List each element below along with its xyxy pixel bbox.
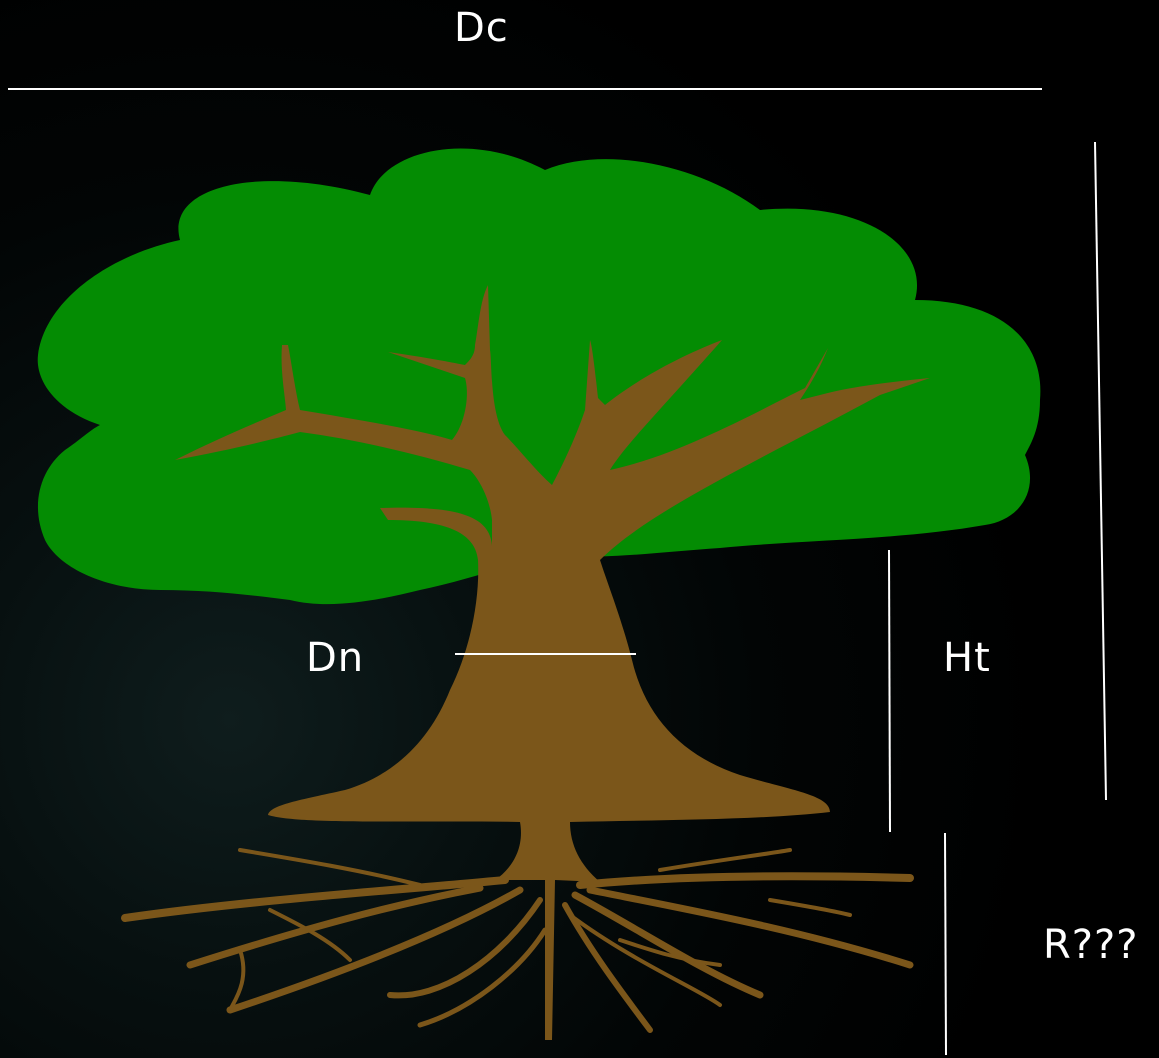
root-label: R??? [1043,922,1139,968]
tree-trunk [175,285,930,822]
measurement-lines [8,88,1107,1056]
root-depth-line [944,832,947,1056]
tree-roots [121,848,914,1033]
trunk-height-line [888,549,891,833]
trunk-diameter-label: Dn [306,635,365,681]
crown-diameter-label: Dc [454,5,509,51]
tree-wood [175,285,930,1040]
tree-root-stem [495,822,600,1040]
total-height-line [1094,141,1107,801]
trunk-height-label: Ht [943,635,991,681]
tree-crown [37,148,1041,605]
